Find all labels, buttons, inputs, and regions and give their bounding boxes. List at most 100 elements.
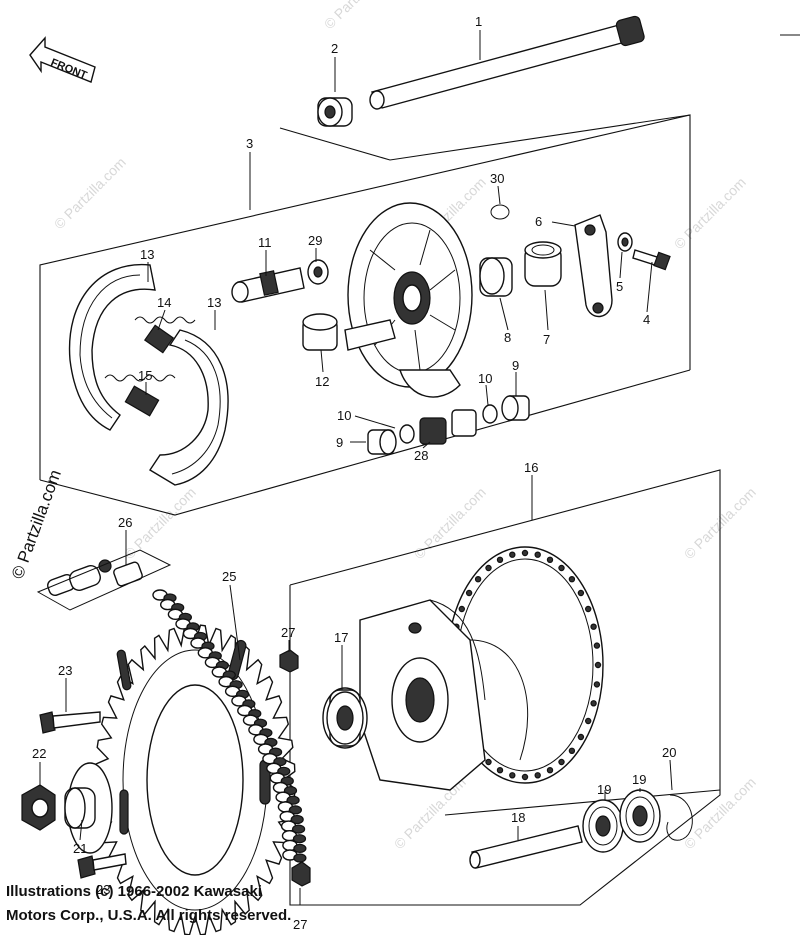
callout-27-upper: 27 — [281, 625, 295, 640]
callout-17: 17 — [334, 630, 348, 645]
spoke-hole — [521, 549, 529, 557]
brake-lever — [574, 214, 613, 318]
washer-5 — [617, 232, 633, 252]
brake-shoes — [68, 263, 229, 486]
bearing-19-right — [619, 789, 661, 843]
spoke-hole — [558, 564, 565, 572]
bolt-23-lower — [77, 853, 127, 879]
spoke-hole — [485, 564, 492, 572]
ring-10-left — [399, 424, 415, 444]
spoke-hole — [558, 758, 565, 766]
rear-axle — [369, 15, 645, 110]
copyright-notice: Illustrations (c) 1966-2002 Kawasaki Mot… — [6, 880, 426, 928]
bearing-17 — [322, 687, 368, 749]
watermark-text: © Partzilla.com — [51, 154, 129, 232]
bolt-23-upper — [39, 711, 101, 734]
callout-12: 12 — [315, 374, 329, 389]
callout-25: 25 — [222, 569, 236, 584]
chain-roller — [293, 853, 307, 863]
callout-13-top: 13 — [140, 247, 154, 262]
callout-6: 6 — [535, 214, 542, 229]
copyright-line-1: Illustrations (c) 1966-2002 Kawasaki — [6, 883, 262, 900]
needle-bearing-28 — [419, 409, 477, 445]
callout-30: 30 — [490, 171, 504, 186]
spoke-hole — [474, 576, 482, 583]
callout-14: 14 — [157, 295, 171, 310]
callout-29: 29 — [308, 233, 322, 248]
callout-28: 28 — [414, 448, 428, 463]
callout-23-upper: 23 — [58, 663, 72, 678]
chain-roller — [290, 814, 304, 825]
watermark-text: © Partzilla.com — [671, 174, 749, 252]
callout-2: 2 — [331, 41, 338, 56]
callout-9-right: 9 — [512, 358, 519, 373]
spacer-18 — [469, 825, 583, 869]
master-link — [36, 549, 172, 611]
callout-1: 1 — [475, 14, 482, 29]
callout-15: 15 — [138, 368, 152, 383]
front-arrow-icon: FRONT — [29, 36, 96, 83]
collar-9-left — [367, 429, 397, 455]
axle-collar — [317, 97, 353, 127]
spoke-hole — [509, 772, 516, 779]
ring-10-right — [482, 404, 498, 424]
spoke-hole — [546, 556, 554, 564]
brake-cam — [231, 267, 305, 303]
circlip-30 — [490, 204, 510, 220]
callout-18: 18 — [511, 810, 525, 825]
nut-27-lower — [291, 861, 311, 887]
spoke-hole — [485, 758, 492, 766]
callout-20: 20 — [662, 745, 676, 760]
callout-19-left: 19 — [597, 782, 611, 797]
collar-9-right — [501, 395, 530, 421]
callout-21: 21 — [73, 841, 87, 856]
spoke-hole — [458, 605, 465, 613]
callout-4: 4 — [643, 312, 650, 327]
callout-7: 7 — [543, 332, 550, 347]
brake-spring-lower — [104, 374, 176, 417]
watermark-text: © Partzilla.com — [121, 484, 199, 562]
spoke-hole — [509, 551, 516, 558]
spoke-hole — [577, 733, 585, 741]
bushing-7 — [524, 241, 562, 287]
nut-22 — [21, 784, 56, 831]
spoke-hole — [496, 556, 504, 564]
spoke-hole — [534, 772, 541, 779]
chain-roller — [286, 795, 300, 805]
callout-9-left: 9 — [336, 435, 343, 450]
callout-3: 3 — [246, 136, 253, 151]
spacer-12 — [302, 313, 338, 351]
spoke-hole — [590, 623, 597, 630]
brake-spring-upper — [134, 316, 196, 354]
spoke-hole — [521, 773, 529, 781]
bearing-19-left — [582, 799, 624, 853]
callout-8: 8 — [504, 330, 511, 345]
nut-27-upper — [279, 649, 299, 673]
callout-16: 16 — [524, 460, 538, 475]
callout-27-lower: 27 — [293, 917, 307, 932]
callout-22: 22 — [32, 746, 46, 761]
callouts: 1 2 3 4 5 6 7 8 9 9 10 10 11 12 13 13 14… — [32, 14, 676, 932]
callout-26: 26 — [118, 515, 132, 530]
callout-10-left: 10 — [337, 408, 351, 423]
spoke-hole — [585, 605, 592, 613]
spoke-hole — [568, 576, 576, 583]
callout-13-right: 13 — [207, 295, 221, 310]
spoke-hole — [534, 551, 541, 558]
spoke-hole — [568, 747, 576, 755]
copyright-line-2: Motors Corp., U.S.A. All rights reserved… — [6, 907, 292, 924]
watermark-text: © Partzilla.com — [411, 484, 489, 562]
spoke-hole — [585, 717, 592, 725]
coupling-21 — [64, 762, 113, 854]
spoke-hole — [496, 767, 504, 774]
chain-roller — [288, 805, 302, 815]
spoke-hole — [546, 767, 554, 774]
callout-10-right: 10 — [478, 371, 492, 386]
spoke-hole — [577, 589, 585, 597]
spoke-hole — [593, 642, 601, 649]
leader-lines — [39, 30, 673, 905]
callout-11: 11 — [258, 235, 272, 250]
watermark-text: © Partzilla.com — [321, 0, 399, 32]
chain-roller — [293, 843, 307, 854]
chain-roller — [292, 824, 306, 834]
